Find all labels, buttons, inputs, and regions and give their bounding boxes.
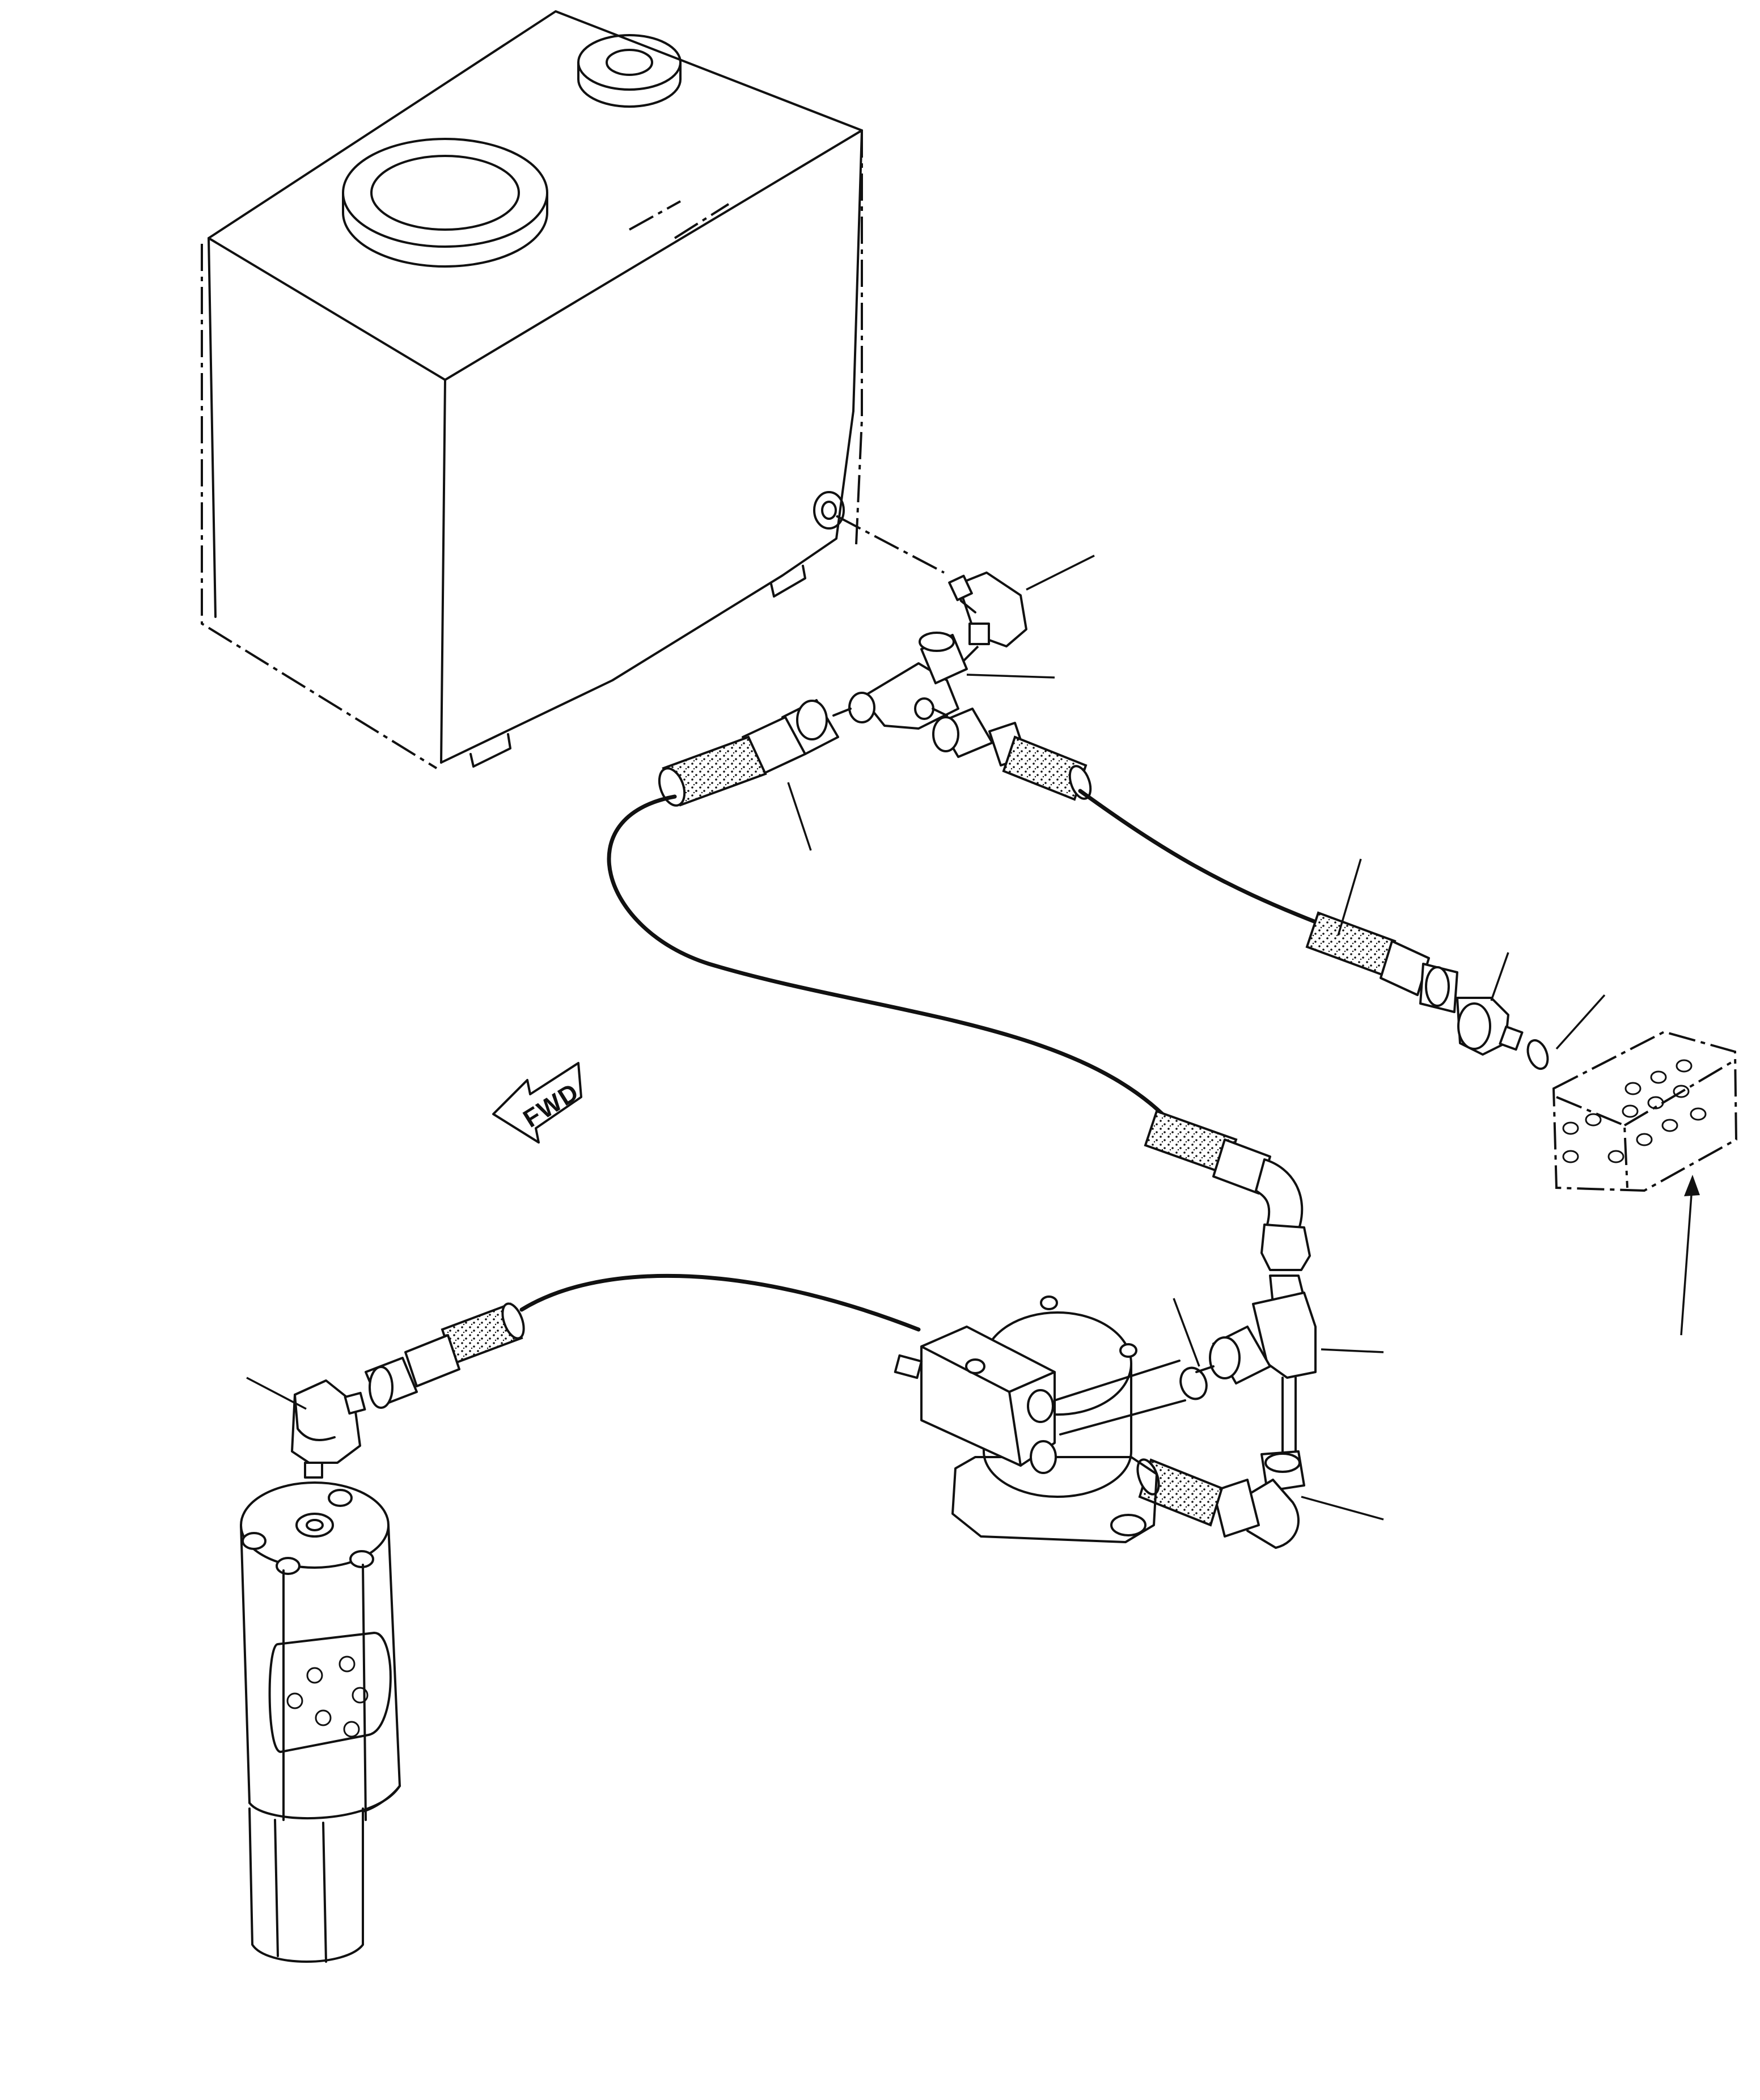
hose-tee-to-valve xyxy=(607,699,1311,1271)
leader-line-3 xyxy=(787,782,812,851)
leader-line-9 xyxy=(1173,1298,1200,1367)
filter-valve xyxy=(894,1295,1186,1543)
leader-line-5 xyxy=(1490,952,1509,1001)
elbow-fitting-tank xyxy=(948,571,1027,667)
hose-tee-to-block xyxy=(932,708,1458,1013)
fwd-direction-arrow: FWD xyxy=(492,1062,584,1144)
hose-filter-to-steering xyxy=(365,1273,921,1409)
tee-fitting-upper xyxy=(832,632,968,730)
elbow-fitting-steering xyxy=(291,1379,366,1479)
leader-line-10 xyxy=(246,1377,307,1410)
leader-line-6 xyxy=(1555,994,1606,1050)
o-ring-lower xyxy=(1179,1366,1208,1400)
hydraulic-tank xyxy=(201,10,945,769)
leader-line-1 xyxy=(1026,554,1095,591)
elbow-fitting-lower xyxy=(1136,1450,1305,1549)
tee-fitting-lower xyxy=(1195,1275,1317,1453)
leader-line-8 xyxy=(1301,1496,1384,1521)
connector-at-block xyxy=(1456,997,1524,1056)
leader-lines xyxy=(246,554,1606,1521)
leader-line-2 xyxy=(966,674,1055,679)
control-valve-block xyxy=(1552,1030,1738,1336)
steering-valve xyxy=(240,1481,401,1963)
leader-line-4 xyxy=(1337,858,1362,936)
o-ring xyxy=(1526,1039,1549,1070)
leader-line-7 xyxy=(1321,1348,1384,1353)
